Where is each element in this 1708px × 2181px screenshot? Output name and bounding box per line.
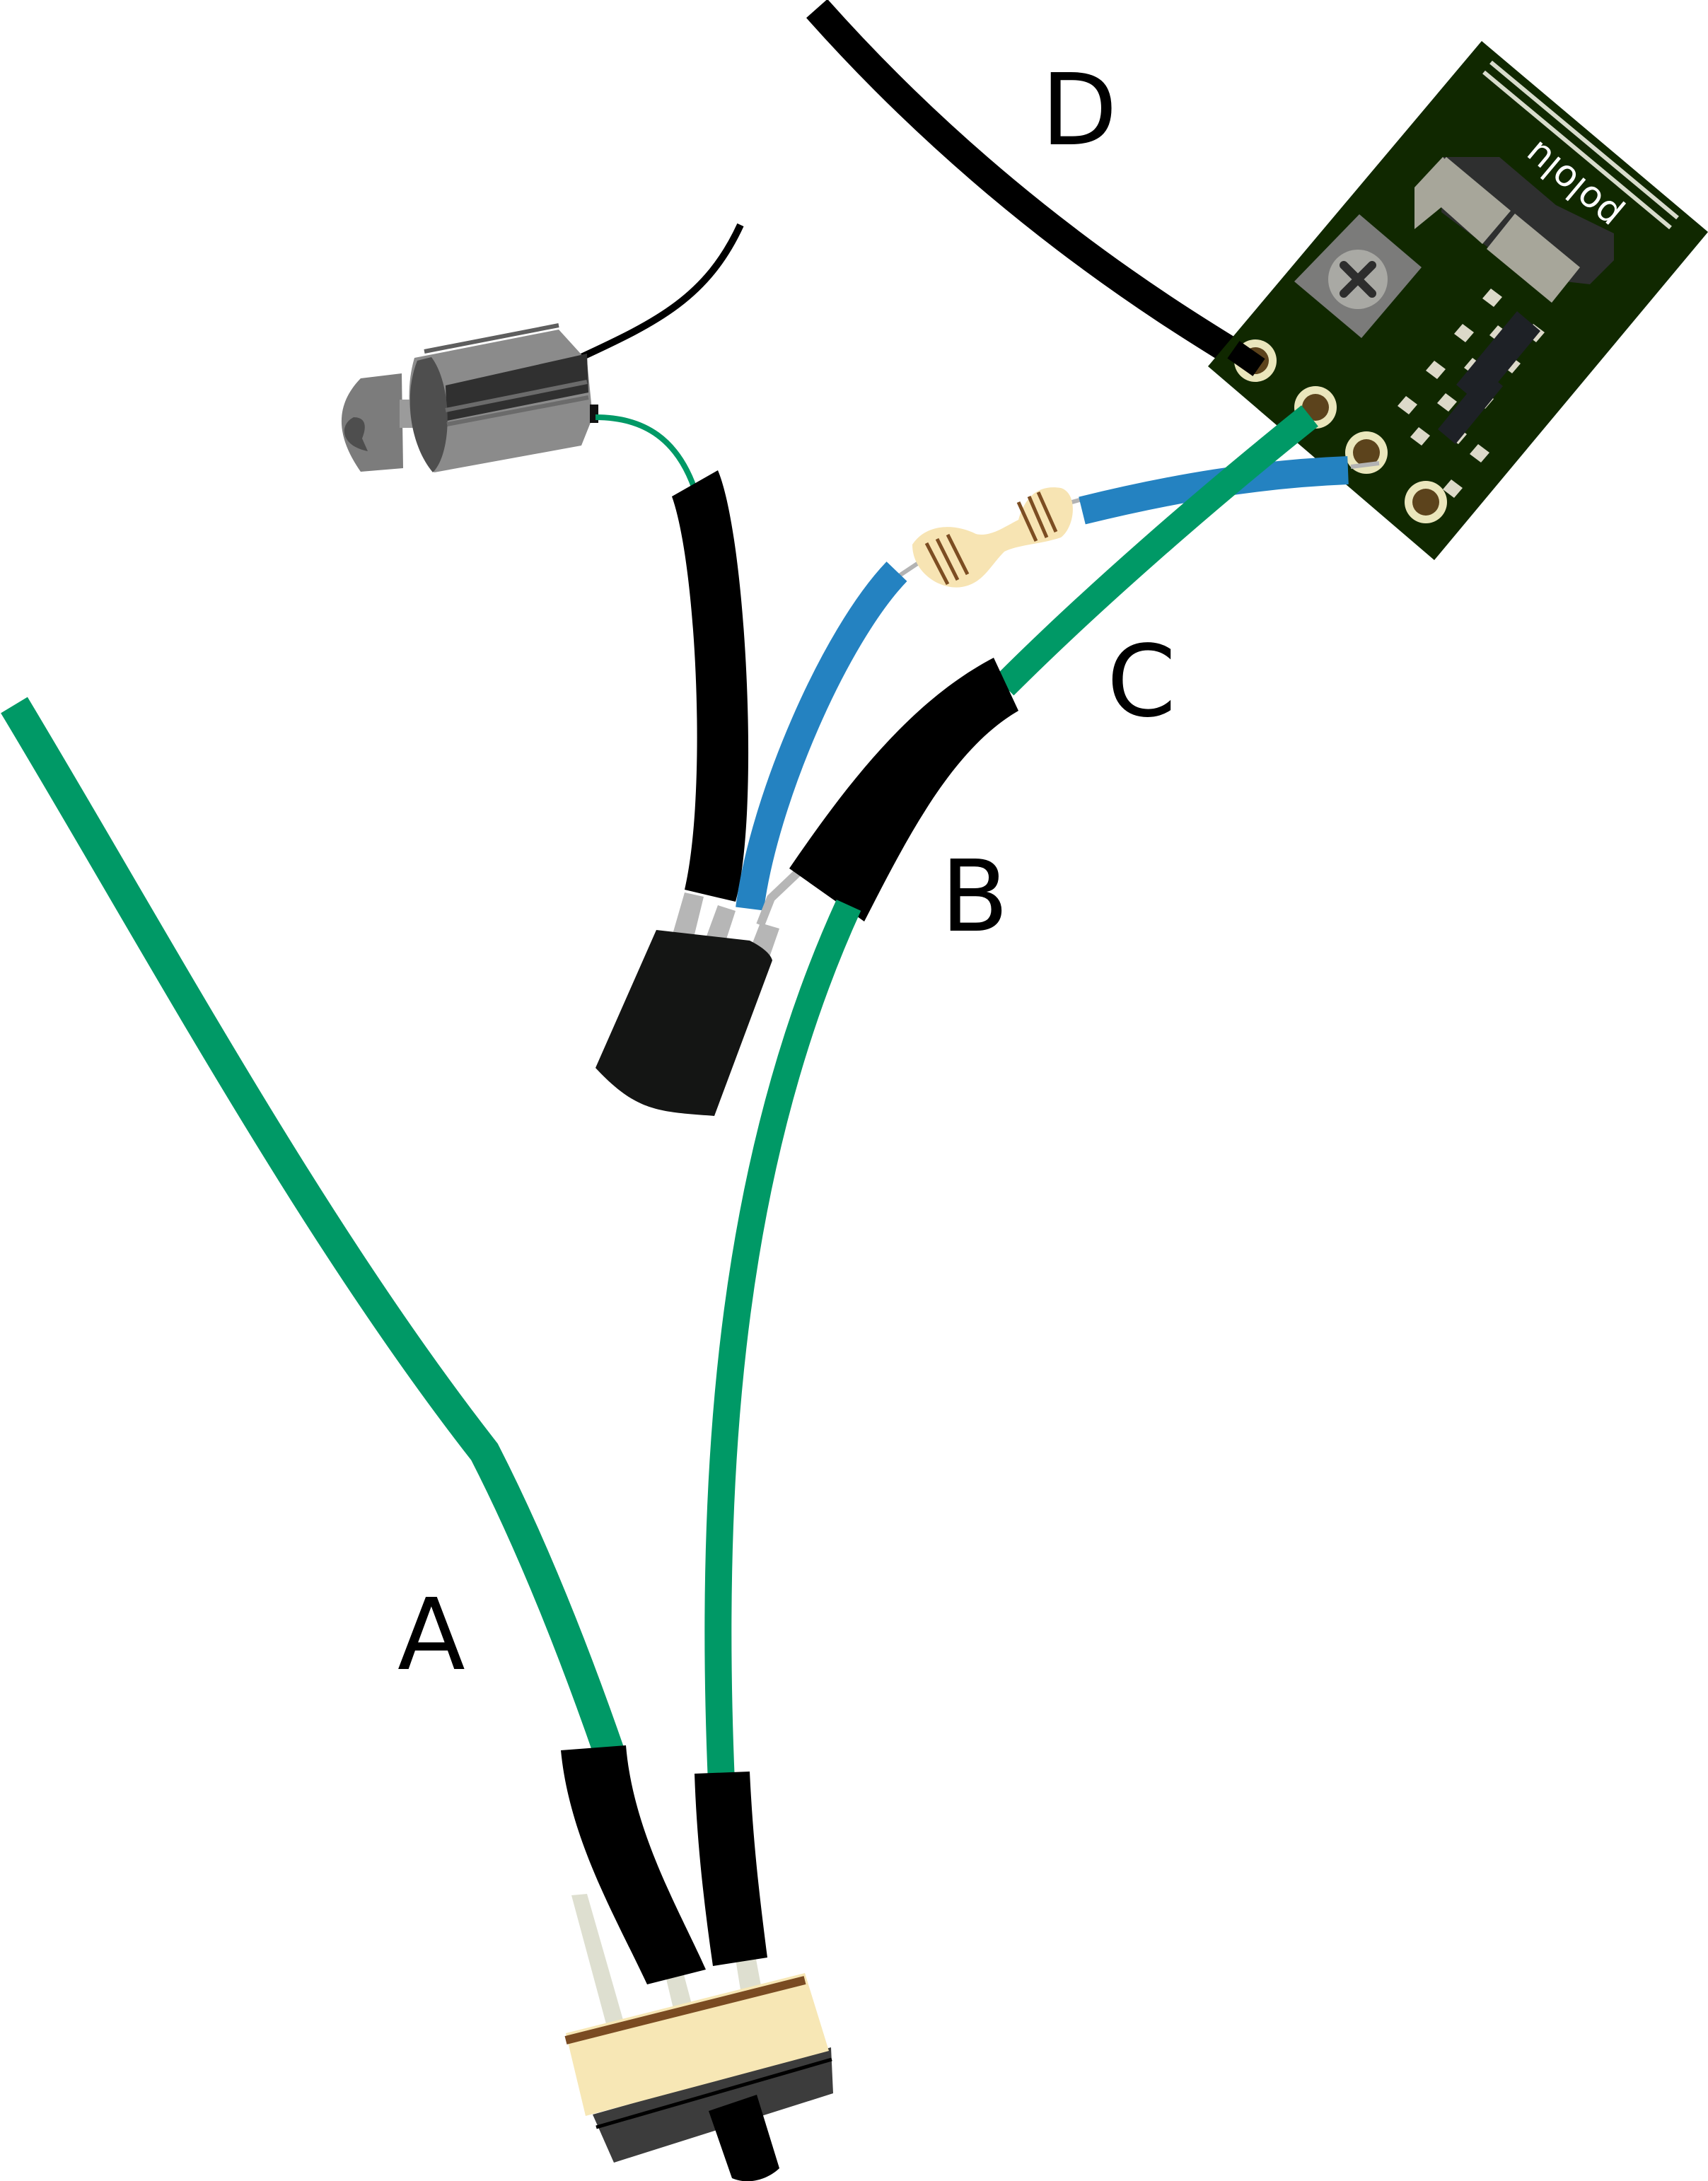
motor-stripe [446,395,589,426]
motor-end-cap [409,357,448,472]
board-pcb [1208,41,1708,560]
transistor-lead-bent [756,868,803,927]
slide-switch-icon [564,1894,833,2181]
label-d: D [1041,53,1117,168]
switch-housing-line [596,2057,832,2129]
resistor-lead [897,560,921,578]
cross-screw-icon [1340,261,1376,298]
motor-terminal [590,405,598,423]
wire-blue-resistor-transistor [736,562,907,911]
vibration-motor-icon [341,323,598,472]
heatshrink-b [789,658,1018,921]
heatshrink-motor-lead [672,470,749,902]
switch-pin [571,1894,633,2058]
resistor-body [912,487,1073,588]
resistor-bands [924,491,1058,586]
transistor-body [596,930,772,1116]
wire-c-green [994,405,1318,696]
motor-stripe [424,323,559,354]
blue-wire-lead [1350,461,1380,469]
motor-wire-black [579,223,744,361]
switch-body [566,1973,829,2116]
motor-stripe [445,380,588,412]
regulator-pad [1418,157,1511,244]
regulator-ic [1441,157,1614,284]
heatshrink-switch-b [695,1772,767,1966]
wire-b-green [704,900,861,1783]
switch-body-edge [564,1976,806,2045]
motor-weight-shadow [344,417,368,451]
wire-a-green [1,697,624,1760]
transistor [596,868,803,1116]
wire-d-end [1227,341,1265,376]
switch-slider [709,2095,779,2181]
label-b: B [941,839,1009,955]
regulator-pad [1487,214,1580,303]
wire-d-black [806,0,1260,376]
motor-wire-green [595,414,699,496]
smd-chip [1438,371,1503,444]
label-a: A [397,1578,465,1693]
silkscreen-line [1482,70,1672,230]
silkscreen-line [1489,60,1679,220]
resistor [897,487,1083,588]
heatshrink-switch-a [561,1745,706,1984]
label-c: C [1107,624,1176,740]
